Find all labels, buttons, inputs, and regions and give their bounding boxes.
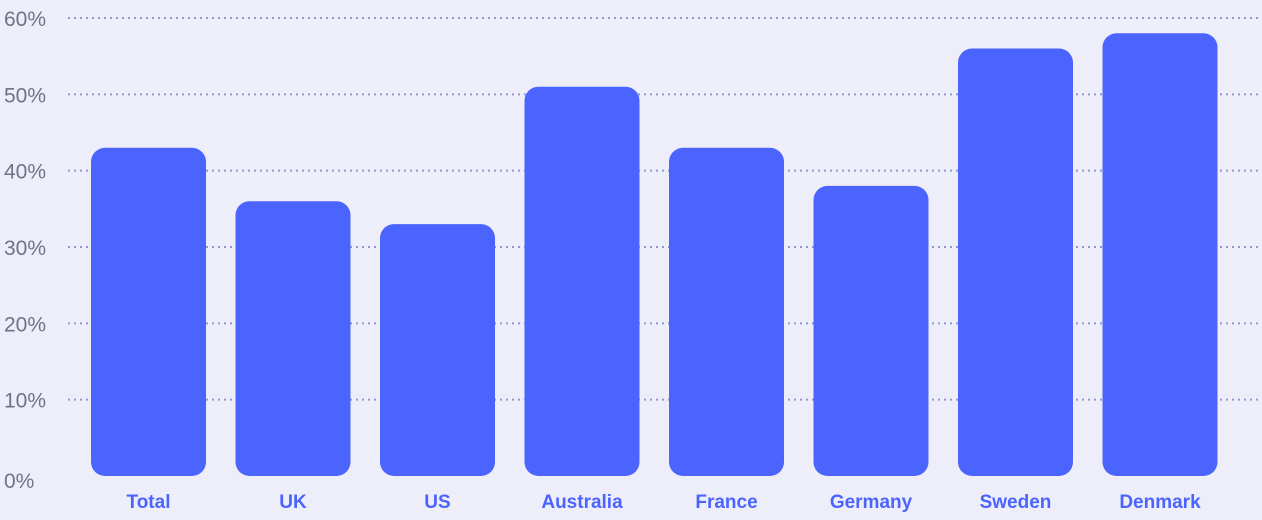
bar-germany bbox=[813, 185, 929, 476]
y-tick-label: 50% bbox=[4, 84, 46, 107]
y-tick-label: 0% bbox=[4, 470, 34, 493]
bars bbox=[91, 33, 1218, 477]
y-tick-label: 30% bbox=[4, 237, 46, 260]
x-category-label-denmark: Denmark bbox=[1119, 492, 1201, 513]
bar-uk bbox=[235, 201, 351, 476]
y-tick-label: 60% bbox=[4, 8, 46, 31]
bar-total bbox=[91, 147, 206, 476]
x-category-label-sweden: Sweden bbox=[980, 492, 1052, 513]
bar-us bbox=[380, 224, 495, 476]
x-category-label-total: Total bbox=[127, 492, 171, 513]
y-axis-tick-labels: 0% 10% 20% 30% 40% 50% 60% bbox=[4, 8, 46, 493]
bar-denmark bbox=[1102, 33, 1218, 477]
bar-france bbox=[669, 147, 784, 476]
y-tick-label: 10% bbox=[4, 390, 46, 413]
x-category-label-uk: UK bbox=[279, 492, 307, 513]
bar-australia bbox=[524, 86, 640, 476]
x-category-label-us: US bbox=[424, 492, 450, 513]
bar-sweden bbox=[958, 48, 1073, 477]
x-category-label-france: France bbox=[695, 492, 757, 513]
y-tick-label: 40% bbox=[4, 161, 46, 184]
x-category-label-germany: Germany bbox=[830, 492, 913, 513]
y-tick-label: 20% bbox=[4, 313, 46, 336]
x-axis-category-labels: Total UK US Australia France Germany Sweden Den… bbox=[127, 492, 1202, 513]
x-category-label-australia: Australia bbox=[541, 492, 623, 513]
